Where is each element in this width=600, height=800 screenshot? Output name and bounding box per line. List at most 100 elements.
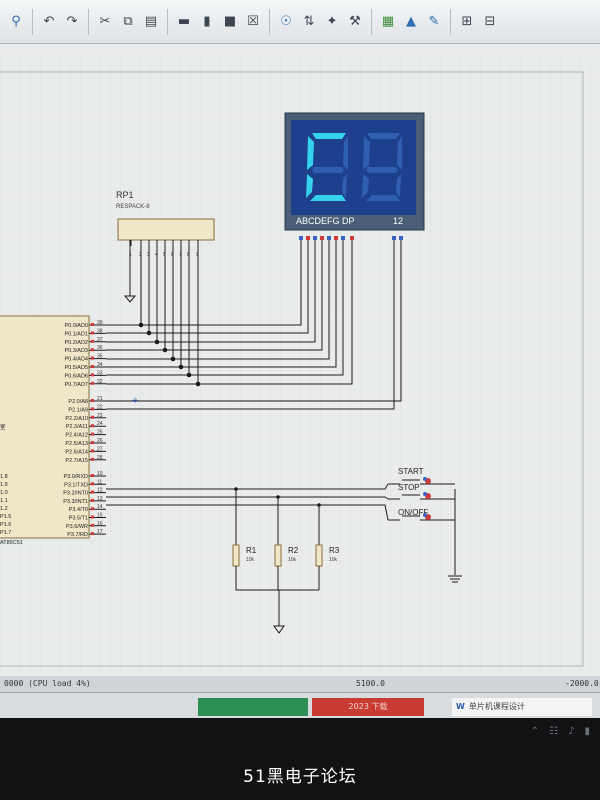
cut-icon[interactable]: ✂ <box>99 14 111 29</box>
search-tag-icon[interactable]: ▲ <box>406 14 416 29</box>
mcu-pin-label: P2.4/A12 <box>65 433 88 439</box>
paste-icon[interactable]: ▤ <box>144 14 158 29</box>
mcu-left-label: 1.1 <box>0 498 8 504</box>
schematic-canvas[interactable]: ABCDEFG DP 12 RP1 RESPACK-8 123456789 P0… <box>0 44 600 684</box>
mcu-pin-label: P3.7/RD <box>67 532 88 538</box>
mcu-pin-number: 24 <box>97 421 103 427</box>
block-rotate-icon[interactable]: ■ <box>223 14 237 29</box>
mcu-pin-number: 38 <box>97 328 103 334</box>
junction <box>162 347 168 353</box>
block-copy-icon[interactable]: ▬ <box>177 14 191 29</box>
seven-segment-display[interactable]: ABCDEFG DP 12 <box>284 112 425 231</box>
play-button[interactable] <box>198 698 308 716</box>
mcu-pin-marker <box>91 323 94 326</box>
digit-2 <box>362 133 402 201</box>
junction <box>276 495 280 499</box>
resistor-value: 10k <box>288 557 297 563</box>
mcu-pin-number: 14 <box>97 504 103 510</box>
wire <box>106 504 389 521</box>
mcu-pin-marker <box>91 515 94 519</box>
rp1-body[interactable] <box>117 218 215 241</box>
mcu-left-label: 1.9 <box>0 482 8 488</box>
zoom-icon[interactable]: ⚲ <box>11 14 21 29</box>
monitor-bezel: ⌃ ☷ ♪ ▮ <box>0 718 600 800</box>
wire <box>106 240 316 343</box>
wire <box>106 240 395 410</box>
toolbar-separator <box>167 8 168 35</box>
redo-icon[interactable]: ↷ <box>66 14 78 29</box>
mcu-pin-label: P2.0/A8 <box>68 399 88 405</box>
toolbar: ⚲ ↶ ↷ ✂ ⧉ ▤ ▬ ▮ ■ ☒ ☉ ⇅ ✦ ⚒ ▦ ▲ ✎ ⊞ ⊟ <box>0 0 600 44</box>
new-sheet-icon[interactable]: ⊞ <box>461 14 473 29</box>
display-pin <box>341 236 345 240</box>
make-device-icon[interactable]: ⇅ <box>303 14 315 29</box>
wire <box>106 496 389 500</box>
mcu-pin-number: 36 <box>97 345 103 351</box>
at89c51-chip[interactable] <box>0 315 90 539</box>
mcu-pin-label: P0.7/AD7 <box>64 382 88 388</box>
wifi-icon[interactable]: ☷ <box>549 726 559 737</box>
mcu-pin-label: P2.6/A14 <box>65 449 88 455</box>
mcu-pin-label: P0.5/AD5 <box>64 365 88 371</box>
battery-icon[interactable]: ▮ <box>584 726 590 737</box>
volume-icon[interactable]: ♪ <box>568 726 575 737</box>
mcu-left-label: 1.0 <box>0 490 8 496</box>
mcu-pin-number: 32 <box>97 379 103 385</box>
block-move-icon[interactable]: ▮ <box>203 14 211 29</box>
mcu-pin-label: P2.5/A13 <box>65 441 88 447</box>
resistor-body[interactable] <box>274 544 282 567</box>
mcu-pin-marker <box>91 407 94 411</box>
packaging-icon[interactable]: ✦ <box>326 14 338 29</box>
mcu-pin-number: 13 <box>97 496 103 502</box>
system-tray: ⌃ ☷ ♪ ▮ <box>531 726 590 737</box>
mcu-pin-marker <box>91 339 94 343</box>
display-pin <box>399 236 403 240</box>
mcu-pin-marker <box>91 373 94 377</box>
mcu-pin-number: 28 <box>97 455 103 461</box>
display-pin <box>350 236 354 240</box>
mcu-pin-number: 10 <box>97 471 103 477</box>
mcu-pin-marker <box>91 523 94 527</box>
mcu-pin-number: 39 <box>97 320 103 326</box>
toolbar-separator <box>371 8 372 35</box>
mcu-pin-marker <box>91 399 94 402</box>
wire <box>106 240 323 351</box>
wire-autorouter-icon[interactable]: ▦ <box>381 14 395 29</box>
resistors: R1 10k R2 10k R3 10k <box>232 487 340 591</box>
toolbar-separator <box>450 8 451 35</box>
resistor-body[interactable] <box>232 544 240 567</box>
resistor-name: R2 <box>288 546 299 555</box>
junction <box>195 381 201 387</box>
mcu-left-label: P1.7 <box>0 530 11 536</box>
ground-symbol <box>273 489 462 634</box>
remove-sheet-icon[interactable]: ⊟ <box>484 14 496 29</box>
wires <box>106 240 402 521</box>
mcu-pin-marker <box>91 432 94 436</box>
decompose-icon[interactable]: ⚒ <box>349 14 361 29</box>
undo-icon[interactable]: ↶ <box>43 14 55 29</box>
rp1-type: RESPACK-8 <box>116 204 150 210</box>
digit-select-labels: 12 <box>393 216 403 226</box>
resistor-value: 10k <box>246 557 255 563</box>
resistor-value: 10k <box>329 557 338 563</box>
ground-symbol <box>123 240 137 303</box>
stop-button[interactable]: 2023 下载 <box>312 698 424 716</box>
pick-device-icon[interactable]: ☉ <box>280 14 292 29</box>
property-assign-icon[interactable]: ✎ <box>428 14 440 29</box>
display-pin <box>313 236 317 240</box>
switch-state-led <box>423 513 427 517</box>
y-coordinate: -2000.0 <box>565 679 599 688</box>
resistor-name: R3 <box>329 546 340 555</box>
block-delete-icon[interactable]: ☒ <box>247 14 259 29</box>
toolbar-separator <box>88 8 89 35</box>
resistor-body[interactable] <box>315 544 323 567</box>
chevron-up-icon[interactable]: ⌃ <box>530 726 540 737</box>
rp1-label: RP1 <box>116 190 134 200</box>
copy-icon[interactable]: ⧉ <box>123 14 133 29</box>
mcu-pin-number: 27 <box>97 446 103 452</box>
digit-1 <box>306 133 348 201</box>
resistor-name: R1 <box>246 546 257 555</box>
